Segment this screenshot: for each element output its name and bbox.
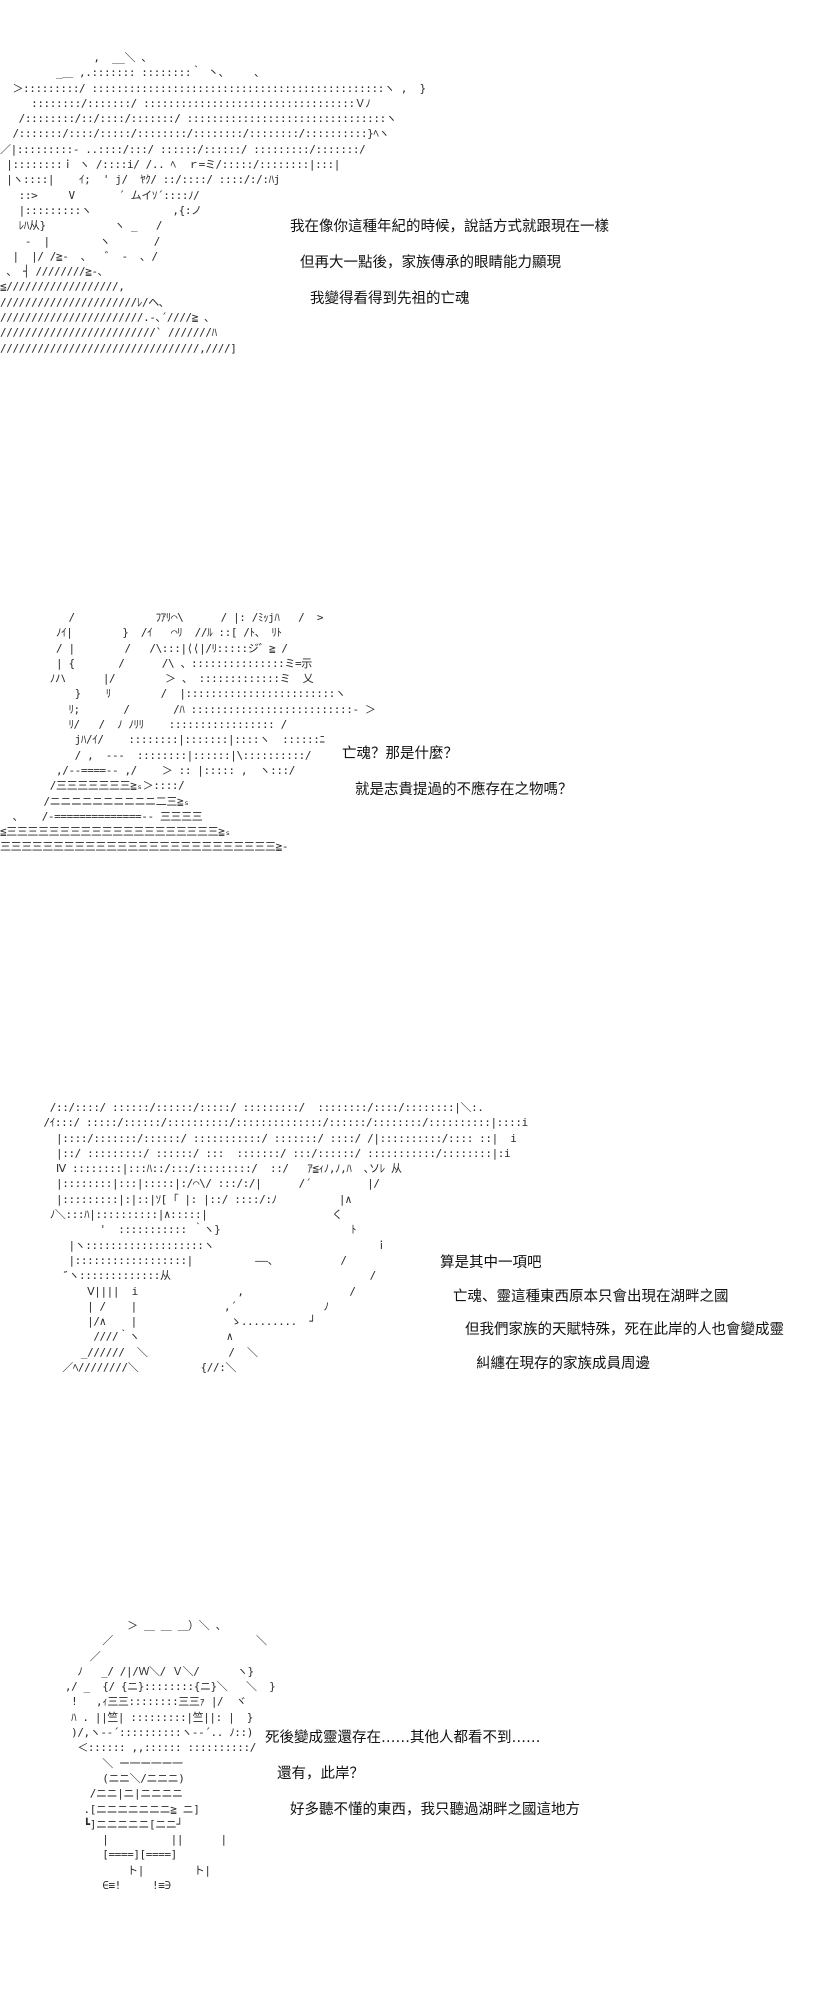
dialogue-line: 但再大一點後，家族傳承的眼睛能力顯現: [300, 255, 561, 271]
dialogue-line: 亡魂、靈這種東西原本只會出現在湖畔之國: [453, 1289, 729, 1305]
dialogue-line: 亡魂？那是什麼？: [342, 746, 458, 762]
ascii-art-figure: , __＼ 、 _＿ ,.::::::: ::::::::｀ 丶、 、 ＞:::…: [0, 51, 426, 355]
panel-4: ＞ ＿ ＿ ＿）＼ 、 ／ ＼ ／ ﾉ _/ /|/Ｗ＼/ Ｖ＼/ ヽ} ,/ …: [0, 1600, 837, 2000]
ascii-art-figure: /::/::::/ ::::::/::::::/:::::/ :::::::::…: [43, 1101, 529, 1375]
ascii-art-figure: / ﾌｱﾘ⌒\ / |: /ﾐｯjﾊ / > ﾉｲ| } /ｲ ⌒ﾘ //ﾙ :…: [0, 611, 376, 854]
dialogue-line: 糾纏在現存的家族成員周邊: [476, 1356, 650, 1372]
dialogue-line: 死後變成靈還存在……其他人都看不到……: [265, 1730, 541, 1746]
dialogue-line: 但我們家族的天賦特殊，死在此岸的人也會變成靈: [465, 1322, 784, 1338]
dialogue-line: 就是志貴提過的不應存在之物嗎？: [355, 782, 573, 798]
dialogue-line: 好多聽不懂的東西，我只聽過湖畔之國這地方: [290, 1802, 580, 1818]
dialogue-line: 還有，此岸？: [277, 1766, 364, 1782]
panel-1: , __＼ 、 _＿ ,.::::::: ::::::::｀ 丶、 、 ＞:::…: [0, 0, 837, 430]
dialogue-line: 算是其中一項吧: [440, 1255, 542, 1271]
ascii-art-figure: ＞ ＿ ＿ ＿）＼ 、 ／ ＼ ／ ﾉ _/ /|/Ｗ＼/ Ｖ＼/ ヽ} ,/ …: [64, 1619, 276, 1893]
panel-3: /::/::::/ ::::::/::::::/:::::/ :::::::::…: [0, 1080, 837, 1460]
dialogue-line: 我變得看得到先祖的亡魂: [310, 291, 470, 307]
panel-2: / ﾌｱﾘ⌒\ / |: /ﾐｯjﾊ / > ﾉｲ| } /ｲ ⌒ﾘ //ﾙ :…: [0, 600, 837, 920]
dialogue-line: 我在像你這種年紀的時候，說話方式就跟現在一樣: [290, 219, 609, 235]
